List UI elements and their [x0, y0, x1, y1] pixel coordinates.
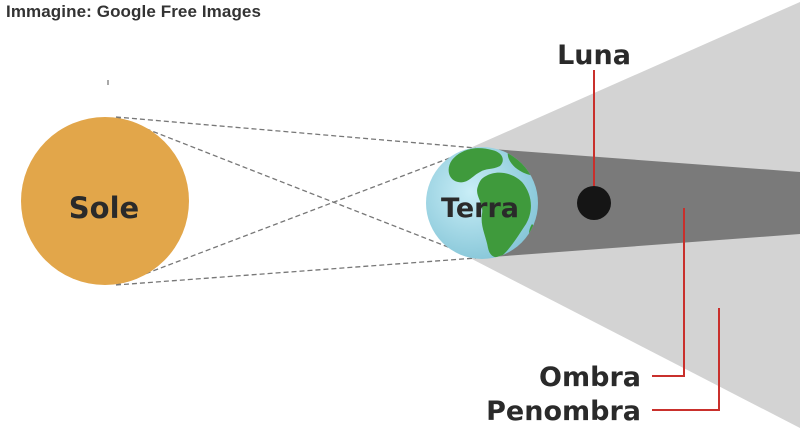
umbra-pointer: [652, 208, 685, 377]
penumbra-pointer: [652, 308, 720, 411]
umbra-label: Ombra: [539, 362, 641, 393]
moon-label: Luna: [557, 40, 631, 71]
sun-label: Sole: [69, 191, 139, 225]
moon: [577, 186, 611, 220]
sun: [21, 117, 189, 285]
earth: [426, 147, 538, 259]
umbra-cone: [478, 148, 800, 258]
ray-bottom-outer: [115, 257, 477, 286]
light-rays: [115, 116, 477, 286]
ray-cross-down: [115, 116, 477, 259]
image-credit-caption: Immagine: Google Free Images: [6, 2, 262, 21]
ray-top-outer: [115, 116, 477, 149]
earth-label: Terra: [441, 193, 519, 224]
penumbra-label: Penombra: [486, 396, 641, 427]
pointer-lines: [593, 70, 720, 411]
ray-cross-up: [115, 147, 477, 286]
